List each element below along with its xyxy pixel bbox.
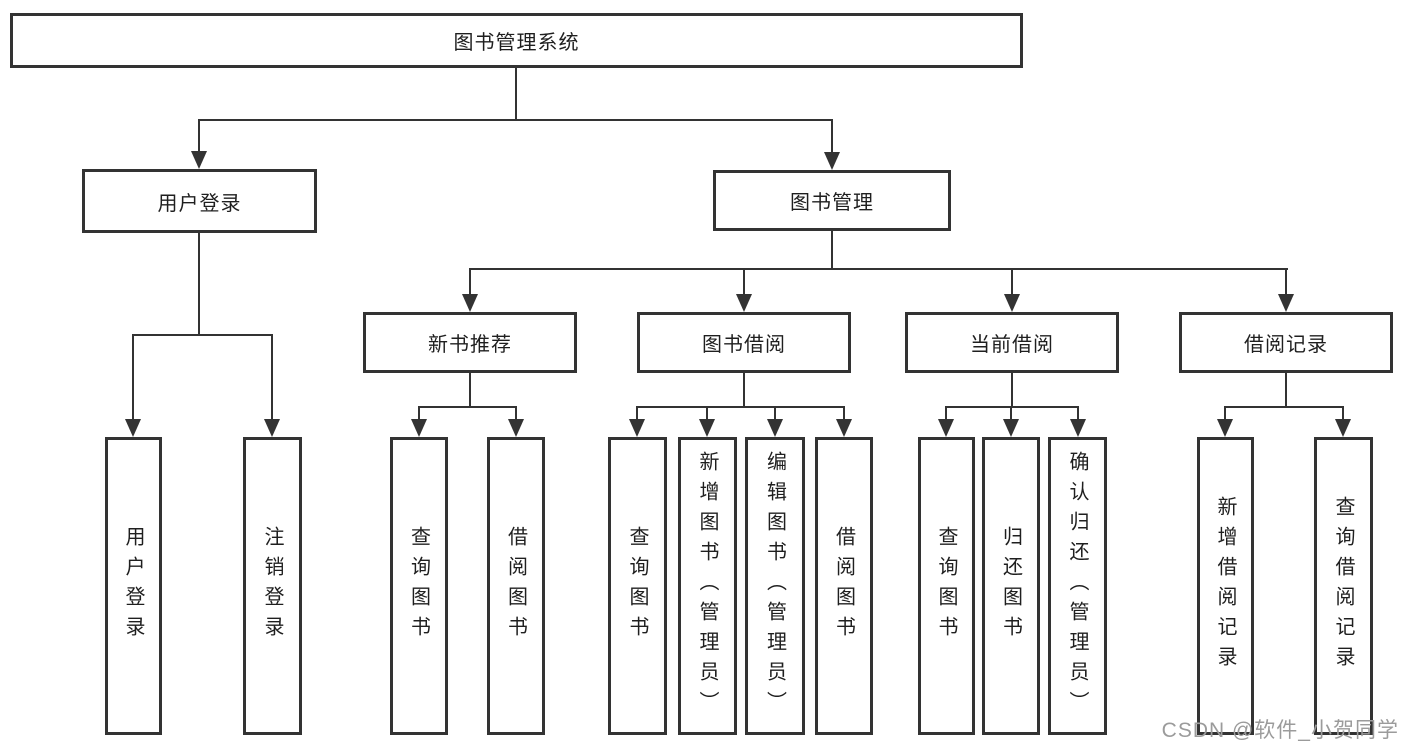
- node-book-management-label: 图书管理: [790, 192, 874, 214]
- node-root-label: 图书管理系统: [453, 32, 580, 54]
- arrowhead-down-icon: [767, 419, 783, 437]
- connector-line: [831, 119, 833, 153]
- connector-line: [198, 233, 200, 336]
- connector-line: [469, 268, 1288, 270]
- connector-line: [198, 119, 200, 152]
- arrowhead-down-icon: [462, 294, 478, 312]
- leaf-borrow-query-book-label: 查询图书: [626, 526, 648, 646]
- connector-line: [774, 406, 776, 419]
- node-new-book-recommend: 新书推荐: [363, 312, 577, 373]
- connector-line: [1011, 373, 1013, 408]
- leaf-records-add-record: 新增借阅记录: [1197, 437, 1254, 735]
- connector-line: [469, 268, 471, 294]
- node-current-borrow: 当前借阅: [905, 312, 1119, 373]
- node-borrow-records: 借阅记录: [1179, 312, 1393, 373]
- leaf-borrow-edit-book-admin: 编辑图书（管理员）: [745, 437, 805, 735]
- connector-line: [198, 119, 833, 121]
- arrowhead-down-icon: [1278, 294, 1294, 312]
- arrowhead-down-icon: [125, 419, 141, 437]
- connector-line: [1285, 268, 1287, 294]
- leaf-current-query-book: 查询图书: [918, 437, 975, 735]
- leaf-user-login: 用户登录: [105, 437, 162, 735]
- connector-line: [418, 406, 420, 419]
- connector-line: [843, 406, 845, 419]
- leaf-records-query-record-label: 查询借阅记录: [1332, 496, 1354, 676]
- arrowhead-down-icon: [1217, 419, 1233, 437]
- leaf-recommend-query-book-label: 查询图书: [407, 526, 430, 646]
- arrowhead-down-icon: [1003, 419, 1019, 437]
- leaf-current-query-book-label: 查询图书: [935, 526, 957, 646]
- connector-line: [706, 406, 708, 419]
- arrowhead-down-icon: [411, 419, 427, 437]
- arrowhead-down-icon: [1004, 294, 1020, 312]
- leaf-borrow-borrow-book-label: 借阅图书: [832, 526, 855, 646]
- leaf-records-query-record: 查询借阅记录: [1314, 437, 1373, 735]
- connector-line: [132, 334, 134, 419]
- connector-line: [1342, 406, 1344, 419]
- arrowhead-down-icon: [191, 151, 207, 169]
- node-book-borrow: 图书借阅: [637, 312, 851, 373]
- node-book-borrow-label: 图书借阅: [702, 334, 786, 356]
- leaf-logout-label: 注销登录: [261, 526, 283, 646]
- leaf-records-add-record-label: 新增借阅记录: [1214, 496, 1236, 676]
- connector-line: [636, 406, 638, 419]
- node-user-login-label: 用户登录: [157, 192, 242, 215]
- connector-line: [743, 373, 745, 408]
- connector-line: [418, 406, 517, 408]
- leaf-logout: 注销登录: [243, 437, 302, 735]
- arrowhead-down-icon: [1070, 419, 1086, 437]
- leaf-borrow-edit-book-admin-label: 编辑图书（管理员）: [763, 451, 786, 721]
- connector-line: [831, 231, 833, 270]
- connector-line: [515, 68, 517, 120]
- arrowhead-down-icon: [629, 419, 645, 437]
- arrowhead-down-icon: [736, 294, 752, 312]
- leaf-borrow-add-book-admin: 新增图书（管理员）: [678, 437, 737, 735]
- connector-line: [1285, 373, 1287, 408]
- csdn-watermark: CSDN @软件_小贺同学: [1161, 719, 1399, 742]
- leaf-borrow-add-book-admin-label: 新增图书（管理员）: [696, 451, 718, 721]
- connector-line: [132, 334, 273, 336]
- arrowhead-down-icon: [1335, 419, 1351, 437]
- connector-line: [271, 334, 273, 419]
- arrowhead-down-icon: [699, 419, 715, 437]
- connector-line: [945, 406, 947, 419]
- leaf-current-return-book-label: 归还图书: [999, 526, 1022, 646]
- leaf-current-confirm-return-admin-label: 确认归还（管理员）: [1066, 451, 1088, 721]
- leaf-recommend-borrow-book-label: 借阅图书: [504, 526, 527, 646]
- arrowhead-down-icon: [836, 419, 852, 437]
- node-current-borrow-label: 当前借阅: [970, 334, 1054, 356]
- leaf-recommend-borrow-book: 借阅图书: [487, 437, 545, 735]
- connector-line: [1077, 406, 1079, 419]
- leaf-current-confirm-return-admin: 确认归还（管理员）: [1048, 437, 1107, 735]
- node-root: 图书管理系统: [10, 13, 1023, 68]
- connector-line: [1224, 406, 1226, 419]
- connector-line: [469, 373, 471, 408]
- connector-line: [1224, 406, 1344, 408]
- arrowhead-down-icon: [264, 419, 280, 437]
- connector-line: [1010, 406, 1012, 419]
- connector-line: [515, 406, 517, 419]
- connector-line: [1011, 268, 1013, 294]
- arrowhead-down-icon: [508, 419, 524, 437]
- leaf-borrow-borrow-book: 借阅图书: [815, 437, 873, 735]
- node-new-book-recommend-label: 新书推荐: [428, 334, 512, 356]
- leaf-current-return-book: 归还图书: [982, 437, 1040, 735]
- leaf-recommend-query-book: 查询图书: [390, 437, 448, 735]
- node-book-management: 图书管理: [713, 170, 951, 231]
- leaf-user-login-label: 用户登录: [122, 526, 144, 646]
- arrowhead-down-icon: [824, 152, 840, 170]
- node-user-login: 用户登录: [82, 169, 317, 233]
- connector-line: [636, 406, 845, 408]
- leaf-borrow-query-book: 查询图书: [608, 437, 667, 735]
- node-borrow-records-label: 借阅记录: [1244, 334, 1328, 356]
- connector-line: [743, 268, 745, 294]
- arrowhead-down-icon: [938, 419, 954, 437]
